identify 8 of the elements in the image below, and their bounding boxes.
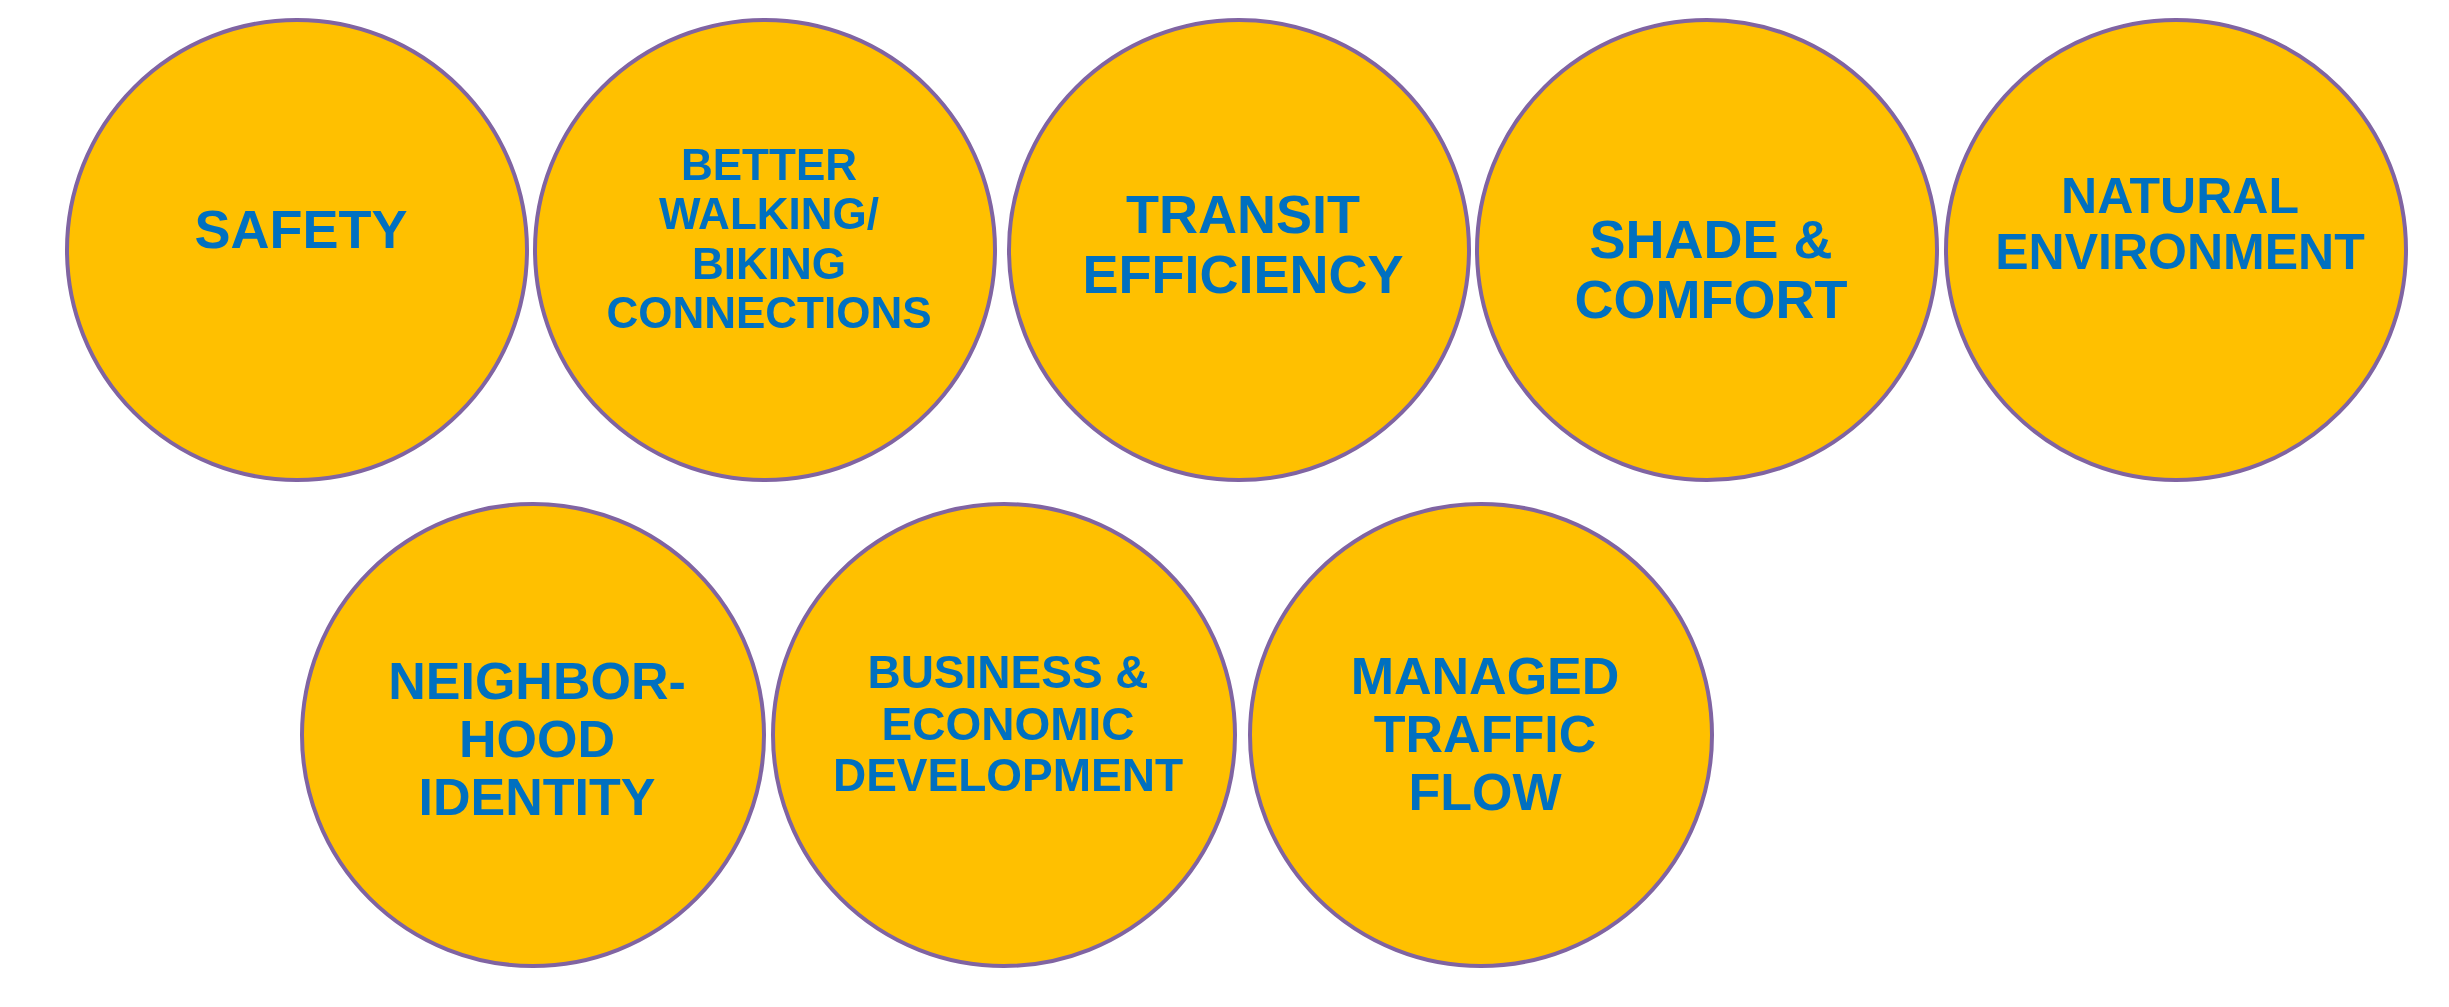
circle-label: BUSINESS & ECONOMIC DEVELOPMENT [831,646,1185,802]
circle-label: BETTER WALKING/ BIKING CONNECTIONS [605,140,933,338]
circle-label: NATURAL ENVIRONMENT [1994,168,2366,280]
circle-label: TRANSIT EFFICIENCY [1081,183,1405,305]
circle-label: SAFETY [193,198,409,260]
circle-label: NEIGHBOR- HOOD IDENTITY [387,651,687,827]
circle-label: SHADE & COMFORT [1573,208,1849,330]
circle-label: MANAGED TRAFFIC FLOW [1349,646,1621,822]
